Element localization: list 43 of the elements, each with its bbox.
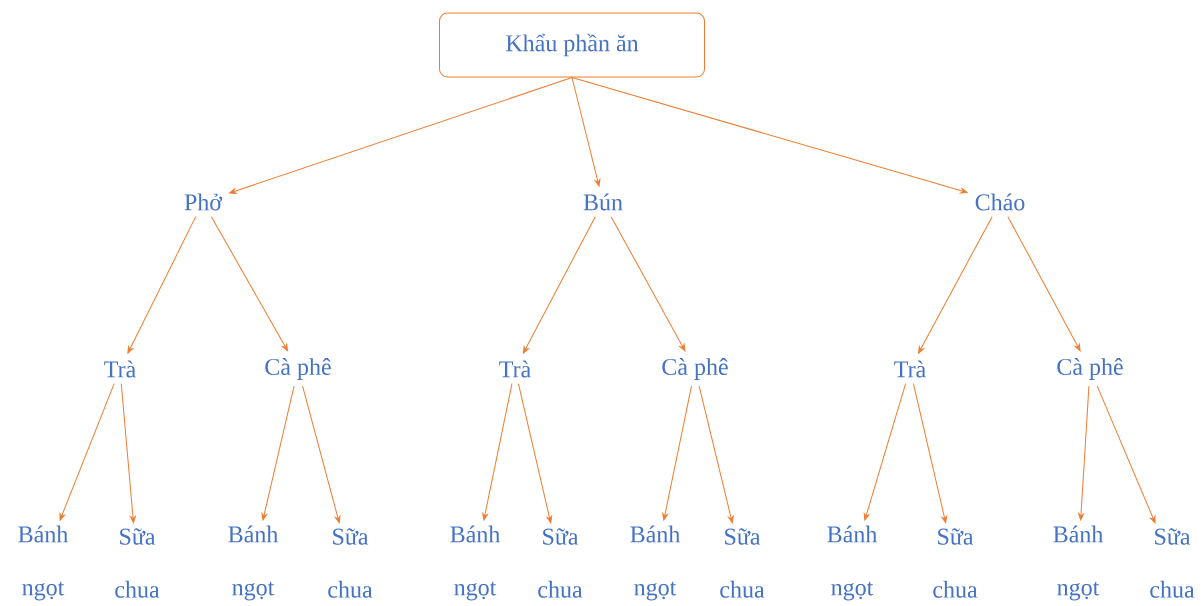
arrow bbox=[1096, 385, 1156, 524]
arrow bbox=[698, 385, 734, 524]
arrow bbox=[610, 216, 686, 352]
node-label: Phở bbox=[184, 193, 223, 211]
node-label: Trà bbox=[104, 360, 136, 378]
leaf-label: Sữa chua bbox=[1150, 528, 1195, 598]
arrow bbox=[127, 216, 197, 354]
node-label: Cà phê bbox=[265, 358, 331, 380]
arrow bbox=[59, 383, 115, 521]
arrow bbox=[912, 383, 948, 524]
node-label: Bún bbox=[583, 193, 623, 211]
leaf-label: Sữa chua bbox=[115, 528, 160, 598]
leaf-label: Sữa chua bbox=[328, 528, 373, 598]
leaf-label: Bánh ngọt bbox=[1053, 525, 1104, 601]
leaf-label: Sữa chua bbox=[538, 528, 583, 598]
arrow bbox=[210, 216, 289, 352]
leaf-label: Bánh ngọt bbox=[827, 525, 877, 601]
leaf-label: Sữa chua bbox=[933, 528, 978, 598]
arrow bbox=[1078, 385, 1090, 521]
title-box: Khẩu phần ăn bbox=[439, 12, 705, 78]
node-label: Cà phê bbox=[662, 358, 728, 380]
arrow bbox=[863, 383, 907, 521]
node-label: Trà bbox=[499, 360, 531, 378]
arrow bbox=[571, 77, 601, 187]
arrow bbox=[482, 383, 513, 521]
arrow bbox=[571, 77, 968, 194]
arrow bbox=[662, 385, 692, 521]
leaf-label: Bánh ngọt bbox=[450, 525, 500, 601]
node-label: Cháo bbox=[975, 193, 1025, 211]
arrow bbox=[522, 216, 596, 354]
node-label: Cà phê bbox=[1057, 358, 1123, 380]
arrow bbox=[120, 383, 136, 524]
leaf-label: Bánh ngọt bbox=[18, 525, 68, 601]
arrow bbox=[229, 77, 573, 194]
arrow bbox=[302, 385, 341, 524]
arrow bbox=[261, 385, 295, 521]
leaf-label: Bánh ngọt bbox=[630, 525, 680, 601]
leaf-label: Bánh ngọt bbox=[228, 525, 278, 601]
arrow bbox=[918, 216, 993, 354]
leaf-label: Sữa chua bbox=[720, 528, 765, 598]
arrow bbox=[517, 383, 553, 524]
node-label: Trà bbox=[894, 360, 926, 378]
arrow bbox=[1007, 216, 1081, 352]
